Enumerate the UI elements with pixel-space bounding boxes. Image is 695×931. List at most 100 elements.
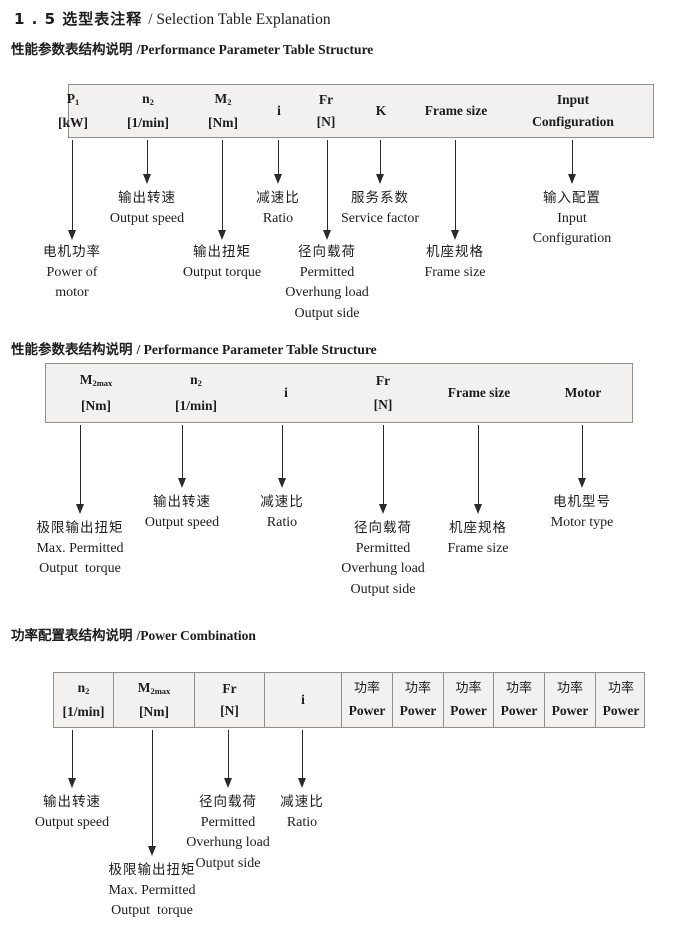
down-arrow-line	[146, 140, 148, 175]
down-arrow-line	[71, 140, 73, 231]
label-line-en: Max. Permitted	[36, 540, 124, 556]
down-arrow-icon	[450, 230, 459, 240]
section-heading-performance-1: 性能参数表结构说明/Performance Parameter Table St…	[11, 38, 373, 58]
down-arrow-icon	[297, 778, 306, 788]
down-arrow-line	[581, 425, 583, 479]
label-line-en: Output speed	[34, 814, 110, 830]
down-arrow-line	[571, 140, 573, 175]
table-column-header: n2[1/min]	[131, 364, 261, 422]
column-unit: [kW]	[58, 115, 88, 130]
down-arrow-icon	[67, 778, 76, 788]
label-line-en: Overhung load	[285, 285, 369, 300]
label-line-en: Overhung load	[186, 835, 270, 850]
down-arrow-line	[79, 425, 81, 505]
column-symbol: Frame size	[424, 103, 488, 118]
column-unit: [Nm]	[81, 398, 111, 413]
label-line-zh: 极限输出扭矩	[36, 520, 124, 536]
column-symbol: Frame size	[447, 385, 511, 400]
label-line-zh: 径向载荷	[354, 520, 412, 536]
column-symbol: Motor	[564, 385, 602, 400]
label-line-zh: 径向载荷	[298, 244, 356, 260]
label-line-en: Output torque	[111, 903, 193, 918]
label-line-en: Output side	[294, 305, 360, 321]
column-symbol: K	[375, 103, 387, 118]
table-column-header: Fr[N]	[194, 673, 264, 727]
column-symbol: P1	[66, 91, 80, 108]
down-arrow-line	[277, 140, 279, 175]
column-symbol: n2	[77, 679, 90, 696]
label-line-zh: 输出转速	[118, 190, 176, 206]
label-line-en: Ratio	[286, 814, 318, 830]
label-line-zh: 输入配置	[543, 190, 601, 206]
table-column-header: M2[Nm]	[158, 85, 288, 137]
column-unit: [N]	[373, 397, 393, 412]
column-symbol: M2max	[137, 679, 171, 696]
label-line-en: Ratio	[262, 210, 294, 226]
down-arrow-icon	[223, 778, 232, 788]
table-column-header: i	[221, 364, 351, 422]
label-line-zh: 极限输出扭矩	[108, 862, 196, 878]
label-line-zh: 机座规格	[449, 520, 507, 536]
down-arrow-line	[379, 140, 381, 175]
label-line-zh: 径向载荷	[199, 794, 257, 810]
column-symbol: 功率	[607, 680, 634, 696]
down-arrow-line	[221, 140, 223, 231]
table-column-header: Frame size	[414, 364, 544, 422]
down-arrow-icon	[378, 504, 387, 514]
label-line-en: Output side	[350, 581, 416, 597]
column-unit: [1/min]	[175, 398, 217, 413]
column-unit: [N]	[220, 703, 239, 719]
down-arrow-icon	[217, 230, 226, 240]
label-line-zh: 输出转速	[43, 794, 101, 810]
label-line-en: Service factor	[340, 210, 420, 226]
label-line-en: Frame size	[447, 540, 509, 556]
label-line-zh: 电机型号	[553, 494, 611, 510]
column-unit: Power	[348, 703, 386, 719]
label-line-en: Input	[557, 210, 587, 226]
down-arrow-line	[181, 425, 183, 479]
down-arrow-icon	[273, 174, 282, 184]
section-heading-en: /Performance Parameter Table Structure	[136, 42, 374, 57]
column-symbol: n2	[142, 91, 154, 108]
label-line-en: Permitted	[200, 814, 256, 830]
section-heading-performance-2: 性能参数表结构说明/ Performance Parameter Table S…	[11, 338, 377, 358]
down-arrow-line	[382, 425, 384, 505]
column-unit: [Nm]	[139, 704, 169, 720]
table-column-header: Fr [N]	[318, 364, 448, 422]
column-symbol: Fr	[375, 373, 391, 388]
label-line-en: Configuration	[532, 231, 612, 246]
column-unit: Configuration	[532, 114, 614, 129]
down-arrow-line	[281, 425, 283, 479]
label-line-en: Permitted	[299, 264, 355, 280]
down-arrow-icon	[473, 504, 482, 514]
column-unit: Power	[500, 703, 538, 719]
column-unit: Power	[399, 703, 437, 719]
section-heading-en: /Power Combination	[136, 628, 256, 643]
column-unit: [1/min]	[62, 704, 105, 720]
label-line-zh: 减速比	[260, 494, 304, 510]
down-arrow-line	[151, 730, 153, 847]
page-title: 1 . 5 选型表注释/ Selection Table Explanation	[14, 8, 331, 29]
table-column-header: P1 [kW]	[8, 85, 138, 137]
down-arrow-line	[227, 730, 229, 779]
down-arrow-icon	[375, 174, 384, 184]
label-line-en: Output torque	[39, 561, 121, 576]
label-line-zh: 输出转速	[153, 494, 211, 510]
